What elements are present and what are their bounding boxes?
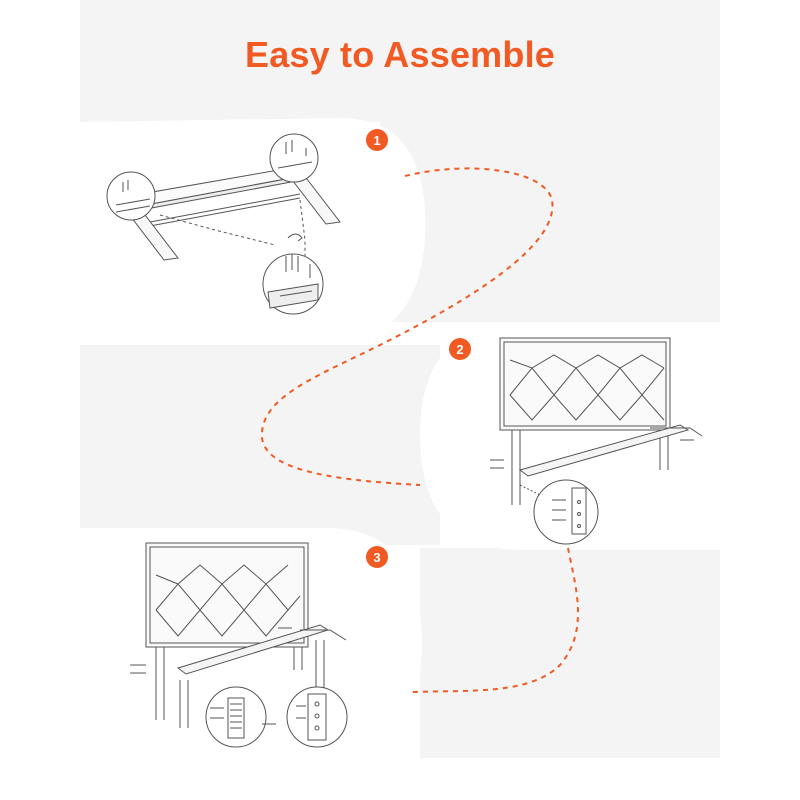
background-panel-left-middle xyxy=(80,345,440,545)
background-panel-right-lower xyxy=(420,548,720,758)
background-panel-right-upper xyxy=(380,0,720,322)
step-3-badge: 3 xyxy=(366,546,388,568)
step-3-detail-circles xyxy=(205,686,348,748)
step-2-badge: 2 xyxy=(449,338,471,360)
step-3-headboard xyxy=(130,542,347,728)
step-1-badge: 1 xyxy=(366,129,388,151)
step-1-detail-circles xyxy=(106,133,324,315)
page-title: Easy to Assemble xyxy=(244,34,555,75)
step-1-area xyxy=(80,118,426,345)
step-2-headboard xyxy=(490,337,703,505)
step-2-detail-circle xyxy=(519,479,599,545)
